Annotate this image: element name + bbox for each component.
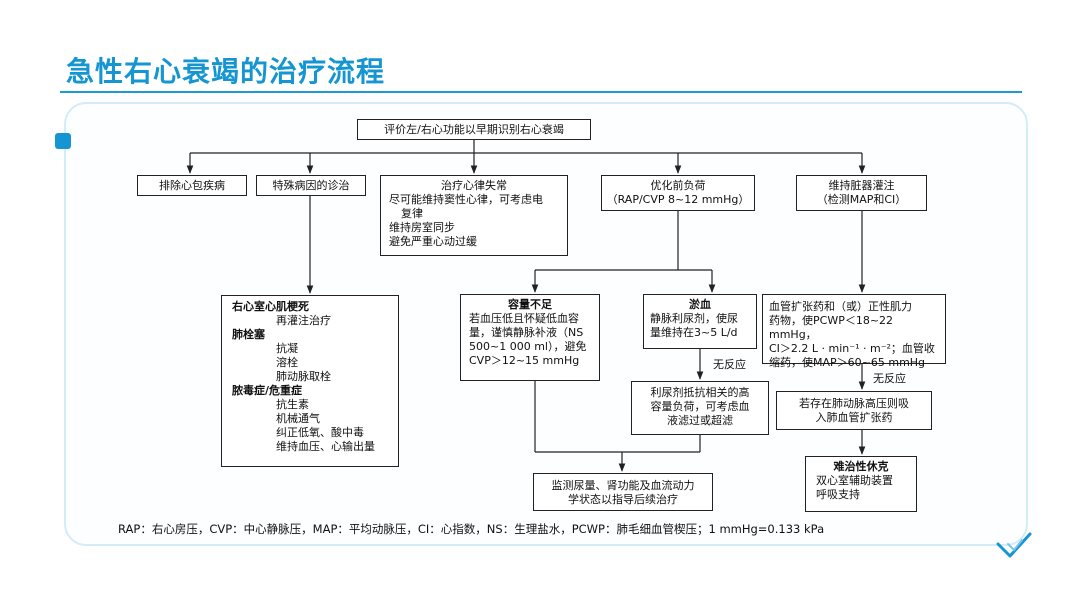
sepsis-item: 抗生素 — [276, 398, 309, 411]
congestion-line: 静脉利尿剂，使尿 — [650, 312, 738, 325]
refractory-box: 难治性休克 双心室辅助装置 呼吸支持 — [805, 456, 917, 512]
volume-low-box: 容量不足 若血压低且怀疑低血容 量，谨慎静脉补液（NS 500~1 000 ml… — [460, 294, 600, 381]
volume-low-line: 若血压低且怀疑低血容 — [469, 312, 579, 325]
monitoring-line: 学状态以指导后续治疗 — [568, 493, 678, 506]
root-label: 评价左/右心功能以早期识别右心衰竭 — [384, 123, 564, 136]
title-underline — [60, 91, 1022, 93]
arrhythmia-line: 避免严重心动过缓 — [389, 235, 477, 248]
arrhythmia-box: 治疗心律失常 尽可能维持窦性心律，可考虑电 复律 维持房室同步 避免严重心动过缓 — [380, 175, 568, 256]
perfusion-title: 维持脏器灌注 — [828, 179, 895, 192]
arrhythmia-title: 治疗心律失常 — [441, 179, 507, 192]
corner-check-icon — [996, 532, 1032, 558]
refractory-line: 双心室辅助装置 — [816, 474, 893, 487]
arrhythmia-line: 尽可能维持窦性心律，可考虑电 — [389, 193, 543, 206]
perfusion-box: 维持脏器灌注 （检测MAP和CI） — [796, 175, 927, 211]
pulm-htn-box: 若存在肺动脉高压则吸 入肺血管扩张药 — [776, 391, 932, 430]
volume-low-line: 量，谨慎静脉补液（NS — [469, 326, 584, 339]
refractory-title: 难治性休克 — [833, 460, 889, 473]
no-response-label: 无反应 — [873, 372, 906, 385]
preload-box: 优化前负荷 （RAP/CVP 8~12 mmHg） — [601, 175, 755, 211]
sepsis-heading: 脓毒症/危重症 — [232, 384, 303, 397]
pe-item: 肺动脉取栓 — [276, 370, 331, 383]
special-detail-box: 右心室心肌梗死 再灌注治疗 肺栓塞 抗凝 溶栓 肺动脉取栓 脓毒症/危重症 抗生… — [221, 295, 399, 467]
card-marker — [55, 133, 71, 149]
volume-low-line: 500~1 000 ml），避免 — [469, 340, 587, 353]
diuretic-resistance-box: 利尿剂抵抗相关的高 容量负荷，可考虑血 液滤过或超滤 — [631, 381, 769, 435]
vasodilator-line: 药物，使PCWP＜18~22 mmHg， — [769, 314, 894, 341]
perfusion-subtitle: （检测MAP和CI） — [816, 193, 907, 206]
congestion-line: 量维持在3~5 L/d — [650, 326, 738, 339]
preload-title: 优化前负荷 — [650, 179, 706, 192]
pericardial-label: 排除心包疾病 — [159, 179, 225, 192]
congestion-box: 淤血 静脉利尿剂，使尿 量维持在3~5 L/d — [643, 294, 757, 349]
diuretic-line: 容量负荷，可考虑血 — [650, 400, 750, 413]
rv-mi-item: 再灌注治疗 — [276, 314, 331, 327]
sepsis-item: 纠正低氧、酸中毒 — [276, 426, 364, 439]
preload-subtitle: （RAP/CVP 8~12 mmHg） — [606, 193, 750, 206]
refractory-line: 呼吸支持 — [816, 488, 860, 501]
pe-heading: 肺栓塞 — [232, 328, 265, 341]
arrhythmia-line: 复律 — [401, 207, 423, 220]
monitoring-box: 监测尿量、肾功能及血流动力 学状态以指导后续治疗 — [533, 473, 713, 511]
sepsis-item: 维持血压、心输出量 — [276, 440, 375, 453]
congestion-title: 淤血 — [689, 298, 711, 311]
footnote: RAP：右心房压，CVP：中心静脉压，MAP：平均动脉压，CI：心指数，NS：生… — [118, 522, 825, 536]
vasodilator-line: 缩药，使MAP＞60~65 mmHg — [769, 356, 926, 369]
no-response-label: 无反应 — [713, 358, 746, 371]
special-causes-label: 特殊病因的诊治 — [272, 179, 350, 192]
vasodilator-line: CI＞2.2 L · min⁻¹ · m⁻²；血管收 — [769, 342, 935, 355]
vasodilator-line: 血管扩张药和（或）正性肌力 — [769, 300, 912, 313]
root-box: 评价左/右心功能以早期识别右心衰竭 — [357, 119, 591, 140]
sepsis-item: 机械通气 — [276, 412, 320, 425]
vasodilator-box: 血管扩张药和（或）正性肌力 药物，使PCWP＜18~22 mmHg， CI＞2.… — [762, 294, 946, 369]
volume-low-line: CVP＞12~15 mmHg — [469, 354, 580, 367]
page-title: 急性右心衰竭的治疗流程 — [66, 55, 386, 88]
special-causes-box: 特殊病因的诊治 — [256, 175, 366, 196]
arrhythmia-line: 维持房室同步 — [389, 221, 455, 234]
diuretic-line: 液滤过或超滤 — [667, 414, 733, 427]
pulm-htn-line: 入肺血管扩张药 — [815, 411, 893, 424]
pe-item: 溶栓 — [276, 356, 298, 369]
pericardial-box: 排除心包疾病 — [137, 175, 247, 196]
monitoring-line: 监测尿量、肾功能及血流动力 — [551, 479, 695, 492]
volume-low-title: 容量不足 — [508, 298, 552, 311]
pe-item: 抗凝 — [276, 342, 298, 355]
pulm-htn-line: 若存在肺动脉高压则吸 — [799, 397, 909, 410]
rv-mi-heading: 右心室心肌梗死 — [232, 300, 309, 313]
diuretic-line: 利尿剂抵抗相关的高 — [650, 386, 750, 399]
